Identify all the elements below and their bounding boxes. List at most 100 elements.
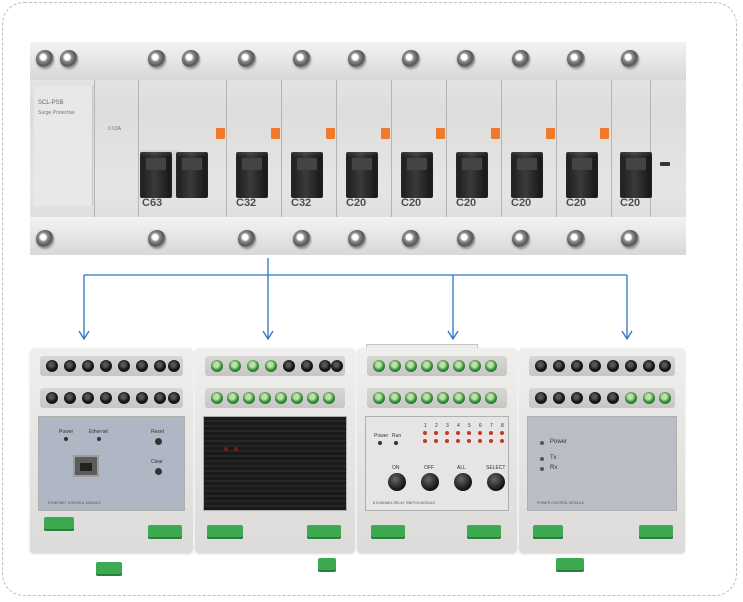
screw-icon [621, 230, 639, 248]
ethernet-led-icon [97, 437, 101, 441]
branch-breaker-toggle[interactable] [236, 152, 268, 198]
terminal-block-icon [96, 562, 122, 576]
screw-icon [148, 230, 166, 248]
screw-icon [621, 50, 639, 68]
main-breaker-toggle[interactable] [140, 152, 172, 198]
arrow-head-icon [621, 330, 633, 341]
reset-button[interactable] [155, 438, 162, 445]
screw-icon [293, 230, 311, 248]
channel-led-icon [434, 439, 438, 443]
main-breaker-toggle[interactable] [176, 152, 208, 198]
channel-led-icon [467, 431, 471, 435]
power-module: Power Tx Rx POWER CONTROL MODULE [519, 348, 685, 553]
spd-sub-label: Surge Protective [38, 110, 75, 116]
terminal-block-icon [556, 558, 584, 572]
breaker-flag [491, 128, 500, 139]
power-led-icon [540, 441, 544, 445]
branch-breaker-toggle[interactable] [456, 152, 488, 198]
terminal-row [367, 388, 507, 408]
surge-protector-module: SCL-PSB Surge Protective [34, 86, 93, 206]
rcd-rating: 0.03A [108, 126, 122, 132]
channel-led-icon [445, 439, 449, 443]
channel-led-icon [445, 431, 449, 435]
branch-breaker-toggle[interactable] [566, 152, 598, 198]
off-button[interactable] [421, 473, 439, 491]
terminal-row [367, 356, 507, 376]
module-footer: POWER CONTROL MODULE [537, 501, 585, 505]
screw-icon [457, 230, 475, 248]
branch-breaker-toggle[interactable] [346, 152, 378, 198]
channel-led-icon [467, 439, 471, 443]
breaker-panel-photo: SCL-PSB Surge Protective 0.03A C63 C32 C… [30, 42, 686, 255]
on-button[interactable] [388, 473, 406, 491]
spd-label: SCL-PSB [38, 100, 64, 106]
channel-led-icon [423, 439, 427, 443]
all-button[interactable] [454, 473, 472, 491]
branch-breaker-rating: C32 [236, 197, 257, 209]
terminal-row [529, 356, 675, 376]
main-breaker-rating: C63 [142, 197, 163, 209]
run-label: Run [392, 433, 402, 439]
breaker-flag [271, 128, 280, 139]
branch-breaker-toggle[interactable] [401, 152, 433, 198]
power-led-icon [378, 441, 382, 445]
clear-button[interactable] [155, 468, 162, 475]
ethernet-label: Ethernet [89, 429, 108, 435]
power-label: Power [59, 429, 74, 435]
module-footer: 8 CHANNEL RELAY SWITCH MODULE [373, 501, 436, 505]
channel-number: 8 [501, 423, 504, 429]
screw-icon [36, 50, 54, 68]
arrow-head-icon [78, 330, 90, 341]
arrow-head-icon [262, 330, 274, 341]
screw-icon [148, 50, 166, 68]
terminal-block-icon [148, 525, 182, 539]
ethernet-module: Power Ethernet Reset Clear ETHERNET CONT… [30, 348, 193, 553]
clear-label: Clear [151, 459, 163, 465]
branch-breaker-toggle[interactable] [291, 152, 323, 198]
terminal-block-icon [207, 525, 243, 539]
indicator-icon [660, 162, 670, 166]
power-label: Power [550, 439, 568, 445]
channel-led-icon [478, 431, 482, 435]
module-faceplate: Power Ethernet Reset Clear [38, 416, 185, 511]
tx-led-icon [540, 457, 544, 461]
channel-led-icon [500, 439, 504, 443]
terminal-block-icon [371, 525, 405, 539]
breaker-flag [216, 128, 225, 139]
select-button[interactable] [487, 473, 505, 491]
ethernet-port-icon [73, 455, 99, 477]
breaker-flag [436, 128, 445, 139]
screw-icon [348, 50, 366, 68]
branch-breaker-rating: C20 [566, 197, 587, 209]
channel-number: 6 [479, 423, 482, 429]
branch-breaker-toggle[interactable] [511, 152, 543, 198]
screw-icon [36, 230, 54, 248]
module-footer: ETHERNET CONTROL MODULE [48, 501, 101, 505]
reset-label: Reset [151, 429, 165, 435]
breaker-flag [546, 128, 555, 139]
terminal-block-icon [307, 525, 341, 539]
screw-icon [457, 50, 475, 68]
branch-breaker-rating: C32 [291, 197, 312, 209]
select-label: SELECT [486, 465, 506, 471]
module-faceplate [203, 416, 347, 511]
branch-breaker-rating: C20 [456, 197, 477, 209]
terminal-block-icon [44, 517, 74, 531]
terminal-row [205, 356, 345, 376]
screw-icon [512, 230, 530, 248]
on-label: ON [392, 465, 400, 471]
channel-led-icon [500, 431, 504, 435]
screw-icon [238, 230, 256, 248]
screw-icon [402, 230, 420, 248]
branch-breaker-toggle[interactable] [620, 152, 652, 198]
channel-number: 3 [446, 423, 449, 429]
run-led-icon [394, 441, 398, 445]
screw-icon [567, 230, 585, 248]
terminal-block-icon [467, 525, 501, 539]
status-led-icon [224, 447, 228, 451]
screw-icon [182, 50, 200, 68]
breaker-flag [381, 128, 390, 139]
relay-switch-module: Power Run 1 2 3 4 5 6 7 8 ON OFF ALL SEL… [357, 348, 517, 553]
terminal-block-icon [318, 558, 336, 572]
